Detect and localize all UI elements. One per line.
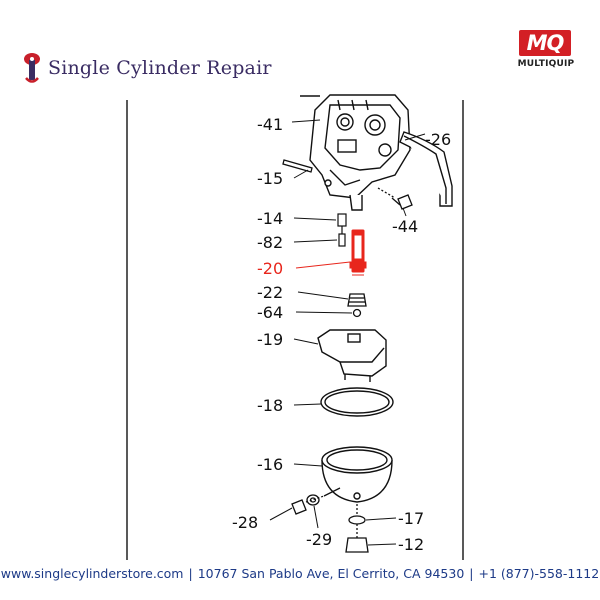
label-part-29: -29 — [306, 530, 332, 549]
piston-icon — [24, 53, 40, 83]
footer-separator: | — [469, 566, 474, 581]
mq-logo-mark: MQ — [519, 30, 571, 56]
label-part-82: -82 — [257, 233, 283, 252]
label-part-44: -44 — [392, 217, 418, 236]
footer-contact: www.singlecylinderstore.com | 10767 San Pa… — [0, 566, 600, 581]
label-part-18: -18 — [257, 396, 283, 415]
jet-nut-parts — [347, 293, 367, 318]
label-part-20: -20 — [257, 259, 283, 278]
brand-logo[interactable]: Single Cylinder Repair — [22, 52, 272, 84]
part-labels: -41 -26 -15 -44 -14 -82 -20 -22 -64 -19 … — [232, 115, 451, 554]
website-link[interactable]: www.singlecylinderstore.com — [0, 566, 184, 581]
label-part-12: -12 — [398, 535, 424, 554]
bowl-nut-parts — [345, 504, 369, 553]
brand-name: Single Cylinder Repair — [48, 57, 272, 79]
footer-separator: | — [188, 566, 193, 581]
float-bowl — [321, 446, 393, 503]
screw-part-44 — [377, 187, 413, 210]
label-part-15: -15 — [257, 169, 283, 188]
label-part-41: -41 — [257, 115, 283, 134]
label-part-28: -28 — [232, 513, 258, 532]
phone-link[interactable]: +1 (877)-558-1112 — [478, 566, 600, 581]
mq-logo-name: MULTIQUIP — [517, 59, 575, 69]
pin-part — [282, 159, 313, 173]
label-part-14: -14 — [257, 209, 283, 228]
gasket-ring — [320, 387, 394, 417]
needle-valve-parts — [337, 213, 347, 247]
label-part-16: -16 — [257, 455, 283, 474]
label-part-26: -26 — [425, 130, 451, 149]
drain-screw-parts — [291, 487, 341, 515]
label-part-17: -17 — [398, 509, 424, 528]
multiquip-logo: MQ MULTIQUIP — [507, 30, 585, 78]
main-jet-highlighted — [349, 229, 367, 276]
label-part-64: -64 — [257, 303, 283, 322]
float-part — [317, 329, 387, 382]
leader-lines — [269, 119, 426, 546]
label-part-22: -22 — [257, 283, 283, 302]
carburetor-body — [300, 94, 411, 211]
label-part-19: -19 — [257, 330, 283, 349]
store-address: 10767 San Pablo Ave, El Cerrito, CA 9453… — [197, 566, 465, 581]
